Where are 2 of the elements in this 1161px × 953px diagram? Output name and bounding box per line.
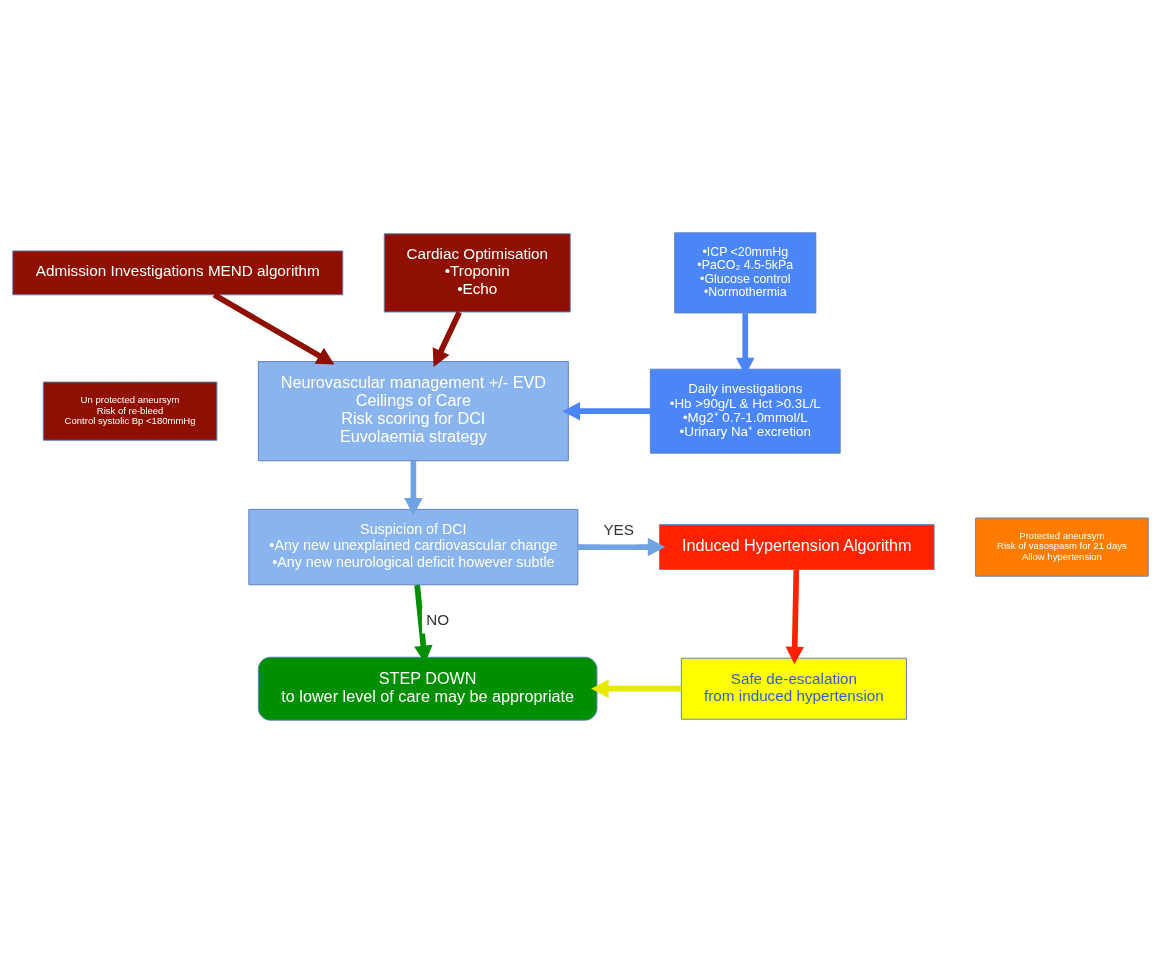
edge-label: NO bbox=[426, 610, 450, 628]
edge-label: YES bbox=[603, 521, 634, 539]
